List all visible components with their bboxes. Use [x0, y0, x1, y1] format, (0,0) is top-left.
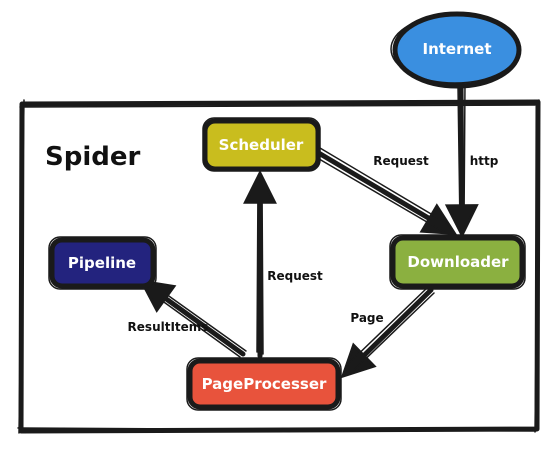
- downloader-label: Downloader: [407, 253, 509, 271]
- spider-container: [17, 99, 541, 434]
- container-title: Spider: [45, 142, 140, 172]
- edge-pageprocesser-scheduler: [257, 176, 263, 359]
- downloader-shape: [390, 235, 525, 289]
- node-downloader: Downloader: [389, 234, 526, 290]
- internet-label: Internet: [422, 40, 491, 58]
- edge-label-http: http: [470, 154, 499, 168]
- edge-label-page: Page: [350, 311, 383, 325]
- node-internet: Internet: [390, 11, 522, 89]
- edge-pageprocesser-pipeline: [144, 283, 247, 358]
- node-pipeline: Pipeline: [48, 236, 157, 290]
- scheduler-label: Scheduler: [219, 136, 304, 154]
- pipeline-label: Pipeline: [68, 254, 136, 272]
- node-scheduler: Scheduler: [202, 117, 321, 172]
- pageprocesser-label: PageProcesser: [202, 375, 327, 393]
- scheduler-shape: [202, 118, 321, 172]
- edge-label-resultitems: ResultItems: [128, 320, 209, 334]
- edge-internet-downloader: [458, 81, 465, 232]
- pipeline-shape: [49, 237, 156, 289]
- edge-downloader-pageprocesser: [345, 286, 435, 374]
- edge-label-request-scheduler: Request: [267, 269, 323, 283]
- edge-scheduler-downloader: [313, 147, 452, 232]
- edge-label-request-downloader: Request: [373, 154, 429, 168]
- pageprocesser-shape: [187, 358, 341, 410]
- node-pageprocesser: PageProcesser: [186, 357, 342, 411]
